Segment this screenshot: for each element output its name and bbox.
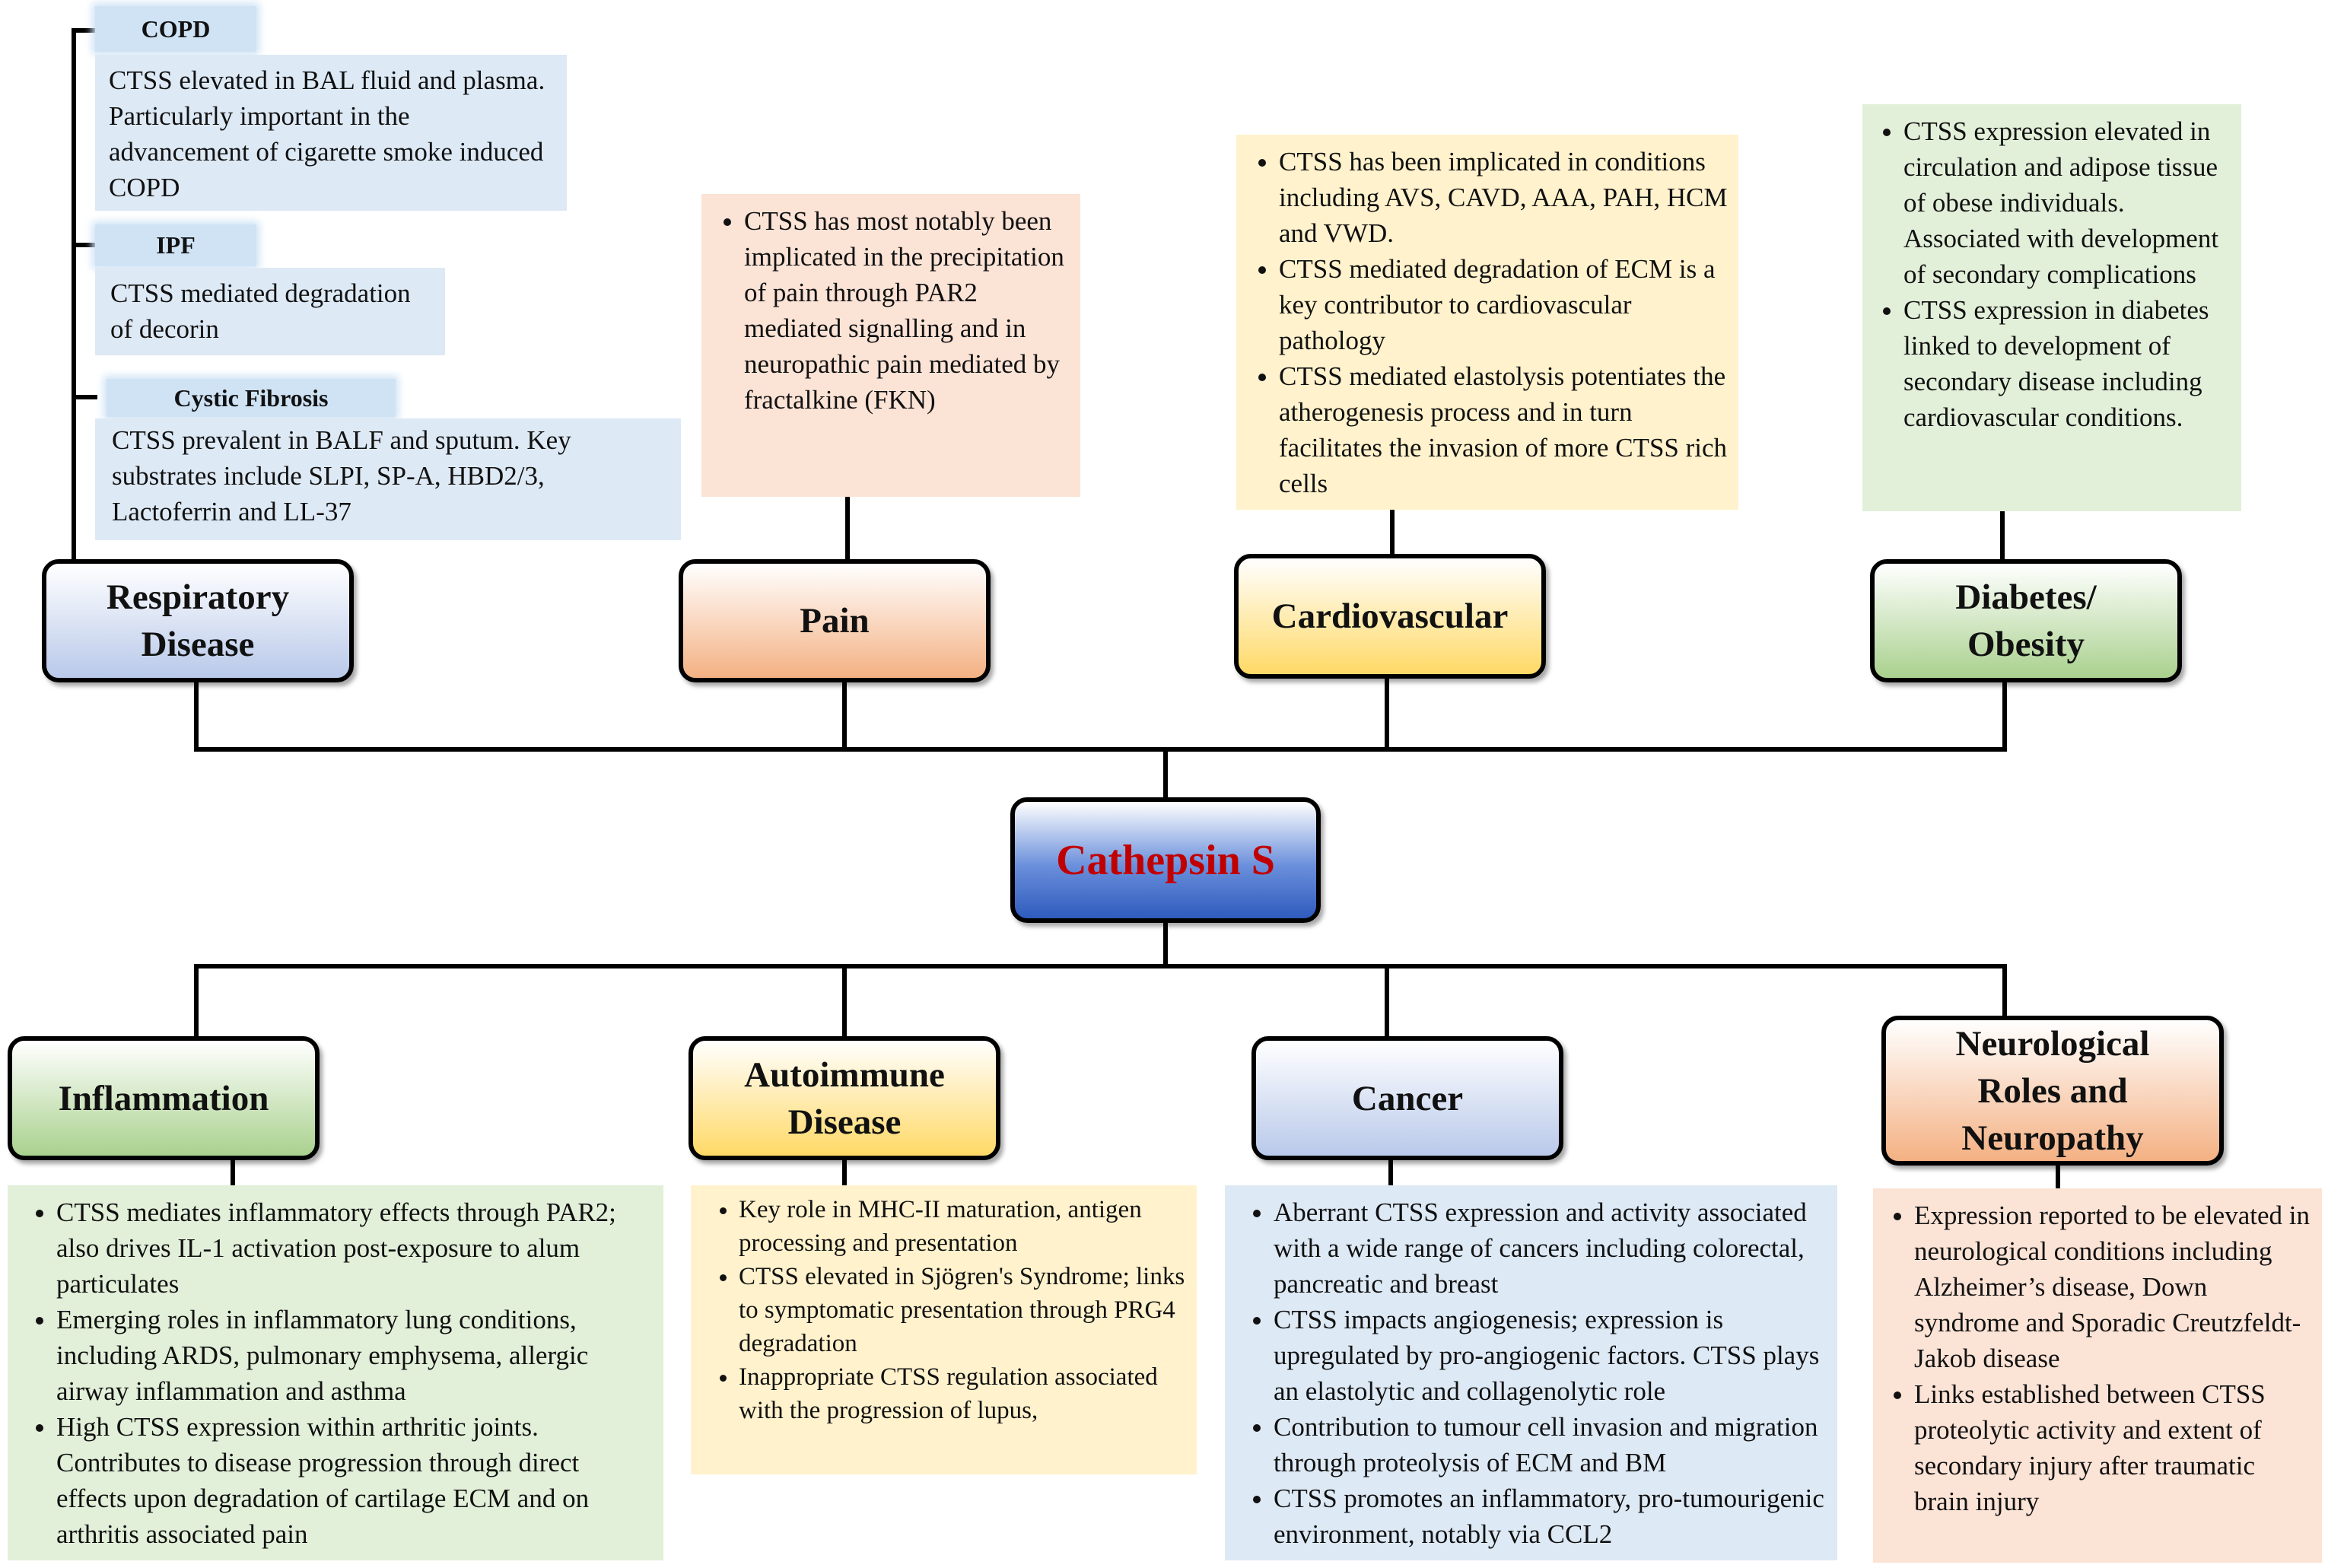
node-respiratory-disease: Respiratory Disease: [42, 559, 354, 682]
cardiovascular-note-item: CTSS has been implicated in conditions i…: [1279, 144, 1728, 251]
autoimmune-note-item: Inappropriate CTSS regulation associated…: [739, 1360, 1191, 1427]
node-diabetes-label: Diabetes/ Obesity: [1955, 577, 2097, 664]
node-inflammation: Inflammation: [8, 1036, 320, 1160]
cancer-note: Aberrant CTSS expression and activity as…: [1225, 1185, 1837, 1560]
cystic-fibrosis-note-text: CTSS prevalent in BALF and sputum. Key s…: [112, 425, 571, 526]
node-autoimmune-label: Autoimmune Disease: [744, 1054, 945, 1142]
copd-note: CTSS elevated in BAL fluid and plasma. P…: [95, 55, 567, 211]
pain-note: CTSS has most notably been implicated in…: [701, 194, 1080, 497]
inflammation-note: CTSS mediates inflammatory effects throu…: [8, 1185, 663, 1560]
node-pain-label: Pain: [800, 601, 870, 641]
inflammation-note-item: CTSS mediates inflammatory effects throu…: [56, 1194, 656, 1302]
ipf-note-text: CTSS mediated degradation of decorin: [110, 278, 411, 344]
cancer-note-item: Contribution to tumour cell invasion and…: [1274, 1409, 1831, 1481]
node-neurological-label: Neurological Roles and Neuropathy: [1955, 1023, 2150, 1158]
cancer-note-item: CTSS impacts angiogenesis; expression is…: [1274, 1302, 1831, 1409]
neurological-note-item: Links established between CTSS proteolyt…: [1914, 1376, 2316, 1519]
cancer-note-item: CTSS promotes an inflammatory, pro-tumou…: [1274, 1481, 1831, 1552]
copd-note-text: CTSS elevated in BAL fluid and plasma. P…: [109, 65, 545, 202]
cancer-note-item: Aberrant CTSS expression and activity as…: [1274, 1194, 1831, 1302]
node-cancer: Cancer: [1251, 1036, 1563, 1160]
ipf-note: CTSS mediated degradation of decorin: [95, 268, 445, 355]
cystic-fibrosis-note: CTSS prevalent in BALF and sputum. Key s…: [95, 418, 681, 540]
node-neurological: Neurological Roles and Neuropathy: [1881, 1016, 2224, 1166]
node-cardiovascular: Cardiovascular: [1234, 554, 1546, 679]
cystic-fibrosis-tab: Cystic Fibrosis: [107, 379, 396, 417]
cardiovascular-note: CTSS has been implicated in conditions i…: [1236, 135, 1738, 510]
node-cardiovascular-label: Cardiovascular: [1271, 596, 1509, 636]
center-label: Cathepsin S: [1056, 836, 1275, 884]
diabetes-note: CTSS expression elevated in circulation …: [1862, 104, 2241, 511]
node-diabetes-obesity: Diabetes/ Obesity: [1870, 559, 2182, 682]
node-pain: Pain: [679, 559, 991, 682]
node-inflammation-label: Inflammation: [58, 1078, 269, 1118]
node-respiratory-label: Respiratory Disease: [106, 577, 290, 664]
inflammation-note-item: Emerging roles in inflammatory lung cond…: [56, 1302, 656, 1409]
neurological-note: Expression reported to be elevated in ne…: [1873, 1188, 2322, 1563]
diabetes-note-item: CTSS expression in diabetes linked to de…: [1903, 292, 2234, 435]
autoimmune-note: Key role in MHC-II maturation, antigen p…: [691, 1185, 1197, 1474]
autoimmune-note-item: CTSS elevated in Sjögren's Syndrome; lin…: [739, 1260, 1191, 1360]
cardiovascular-note-item: CTSS mediated degradation of ECM is a ke…: [1279, 251, 1728, 358]
neurological-note-item: Expression reported to be elevated in ne…: [1914, 1197, 2316, 1376]
node-cathepsin-s: Cathepsin S: [1010, 797, 1321, 923]
inflammation-note-item: High CTSS expression within arthritic jo…: [56, 1409, 656, 1552]
pain-note-item: CTSS has most notably been implicated in…: [744, 203, 1071, 418]
copd-tab: COPD: [95, 6, 256, 52]
cardiovascular-note-item: CTSS mediated elastolysis potentiates th…: [1279, 358, 1728, 501]
diabetes-note-item: CTSS expression elevated in circulation …: [1903, 113, 2234, 292]
node-cancer-label: Cancer: [1351, 1078, 1464, 1118]
autoimmune-note-item: Key role in MHC-II maturation, antigen p…: [739, 1193, 1191, 1260]
ipf-tab: IPF: [95, 224, 256, 266]
node-autoimmune-disease: Autoimmune Disease: [689, 1036, 1000, 1160]
